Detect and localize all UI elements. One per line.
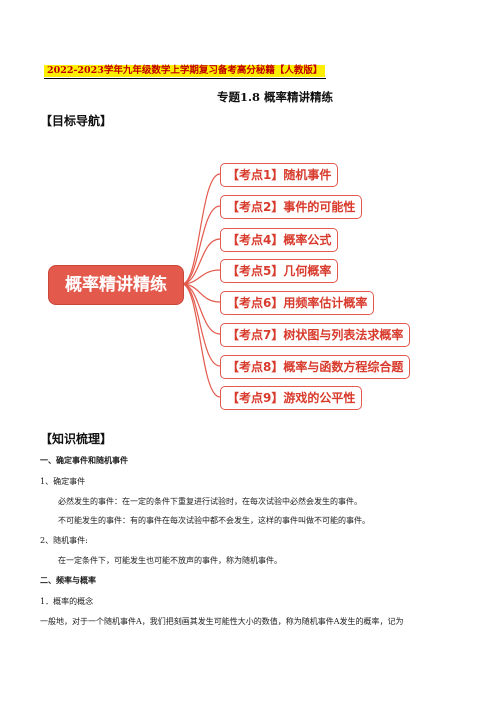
section-knowledge: 【知识梳理】	[40, 432, 113, 446]
para-3: 1．概率的概念	[40, 597, 94, 606]
section-goal-nav: 【目标导航】	[40, 114, 113, 128]
mindmap-connectors	[181, 173, 221, 398]
para-1a: 必然发生的事件：在一定的条件下重复进行试验时，在每次试验中必然会发生的事件。	[58, 497, 362, 506]
mindmap-node-2: 【考点2】事件的可能性	[220, 195, 363, 219]
header-banner: 2022-2023学年九年级数学上学期复习备考高分秘籍【人教版】	[44, 65, 326, 77]
para-1b: 不可能发生的事件：有的事件在每次试验中都不会发生，这样的事件叫做不可能的事件。	[58, 516, 370, 525]
page-title: 专题1.8 概率精讲精练	[217, 90, 334, 104]
mindmap-node-4: 【考点5】几何概率	[220, 259, 339, 283]
connector-6	[181, 283, 221, 335]
connector-4	[181, 269, 221, 285]
connector-8	[181, 283, 221, 398]
heading-1: 一、确定事件和随机事件	[40, 455, 128, 465]
mindmap-node-5: 【考点6】用频率估计概率	[220, 291, 375, 315]
mindmap-center-node: 概率精讲精练	[48, 265, 184, 305]
mindmap-node-6: 【考点7】树状图与列表法求概率	[220, 323, 411, 347]
connector-2	[181, 205, 221, 285]
mindmap-node-8: 【考点9】游戏的公平性	[220, 386, 363, 410]
para-2: 2、随机事件:	[40, 536, 88, 545]
para-2a: 在一定条件下，可能发生也可能不放声的事件，称为随机事件。	[58, 556, 282, 565]
mindmap: 概率精讲精练 【考点1】随机事件 【考点2】事件的可能性 【考点4】概率公式 【…	[40, 150, 440, 420]
connector-1	[181, 173, 221, 285]
para-1: 1、确定事件	[40, 477, 86, 486]
heading-2: 二、频率与概率	[40, 575, 96, 585]
connector-3	[181, 238, 221, 285]
connector-7	[181, 283, 221, 367]
mindmap-node-3: 【考点4】概率公式	[220, 228, 339, 252]
banner-underline	[44, 78, 326, 79]
para-3a: 一般地，对于一个随机事件A，我们把刻画其发生可能性大小的数值，称为随机事件A发生…	[40, 617, 404, 626]
mindmap-node-1: 【考点1】随机事件	[220, 163, 339, 187]
mindmap-node-7: 【考点8】概率与函数方程综合题	[220, 355, 411, 379]
